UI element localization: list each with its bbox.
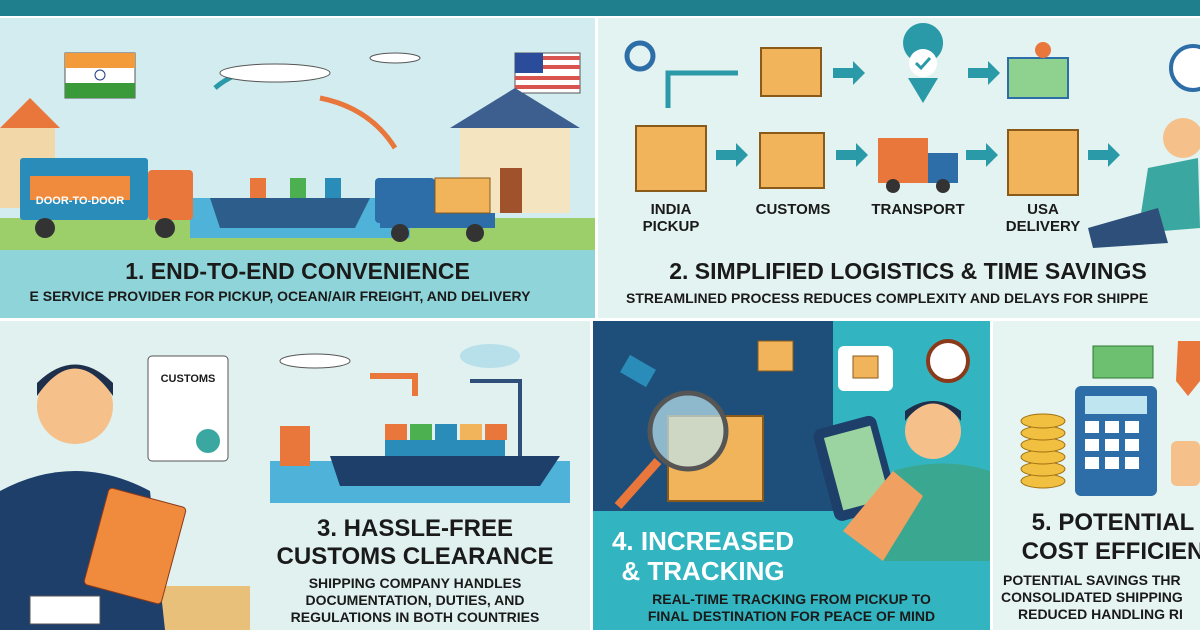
customs-doc-label: CUSTOMS — [160, 373, 216, 385]
step-transport: TRANSPORT — [871, 201, 965, 218]
tracking-illustration — [614, 339, 990, 561]
section-4-subtitle-1: REAL-TIME TRACKING FROM PICKUP TO — [652, 591, 931, 607]
process-flow-illustration — [624, 23, 1200, 248]
customs-illustration — [0, 344, 570, 630]
section-3-subtitle-2: DOCUMENTATION, DUTIES, AND — [305, 592, 525, 608]
step-india-pickup: INDIA PICKUP — [642, 201, 700, 235]
section-2-subtitle: STREAMLINED PROCESS REDUCES COMPLEXITY A… — [626, 290, 1149, 306]
section-5-title-line1: 5. POTENTIAL — [1031, 509, 1195, 536]
top-banner — [0, 0, 1200, 16]
panel-cost: 5. POTENTIAL COST EFFICIEN POTENTIAL SAV… — [993, 321, 1200, 630]
step-customs: CUSTOMS — [755, 201, 831, 218]
section-5-subtitle-3: REDUCED HANDLING RI — [1018, 606, 1183, 622]
section-1-subtitle: E SERVICE PROVIDER FOR PICKUP, OCEAN/AIR… — [29, 288, 531, 304]
section-4-subtitle-2: FINAL DESTINATION FOR PEACE OF MIND — [647, 608, 936, 624]
section-3-title-line2: CUSTOMS CLEARANCE — [276, 543, 554, 570]
section-3-subtitle-3: REGULATIONS IN BOTH COUNTRIES — [290, 609, 540, 625]
panel-tracking: 4. INCREASED & TRACKING REAL-TIME TRACKI… — [593, 321, 990, 630]
section-4-title-line2: & TRACKING — [621, 556, 785, 586]
section-1-title: 1. END-TO-END CONVENIENCE — [125, 258, 470, 284]
panel-1-caption: 1. END-TO-END CONVENIENCE E SERVICE PROV… — [0, 250, 595, 318]
panel-customs: CUSTOMS 3. HASSLE-FREE CUSTOMS CLEARANCE… — [0, 321, 590, 630]
section-3-title-line1: 3. HASSLE-FREE — [316, 515, 514, 542]
door-to-door-illustration — [0, 52, 595, 250]
cost-illustration — [1020, 341, 1200, 496]
section-3-subtitle-1: SHIPPING COMPANY HANDLES — [308, 575, 522, 591]
truck-label: DOOR-TO-DOOR — [35, 195, 125, 207]
section-4-title-line1: 4. INCREASED — [611, 526, 795, 556]
section-5-subtitle-2: CONSOLIDATED SHIPPING — [1001, 589, 1183, 605]
section-5-title-line2: COST EFFICIEN — [1021, 538, 1200, 565]
section-5-subtitle-1: POTENTIAL SAVINGS THR — [1003, 572, 1181, 588]
section-2-title: 2. SIMPLIFIED LOGISTICS & TIME SAVINGS — [669, 258, 1147, 284]
panel-logistics: INDIA PICKUP CUSTOMS TRANSPORT USA DELIV… — [598, 18, 1200, 318]
step-usa-delivery: USA DELIVERY — [1005, 201, 1081, 235]
